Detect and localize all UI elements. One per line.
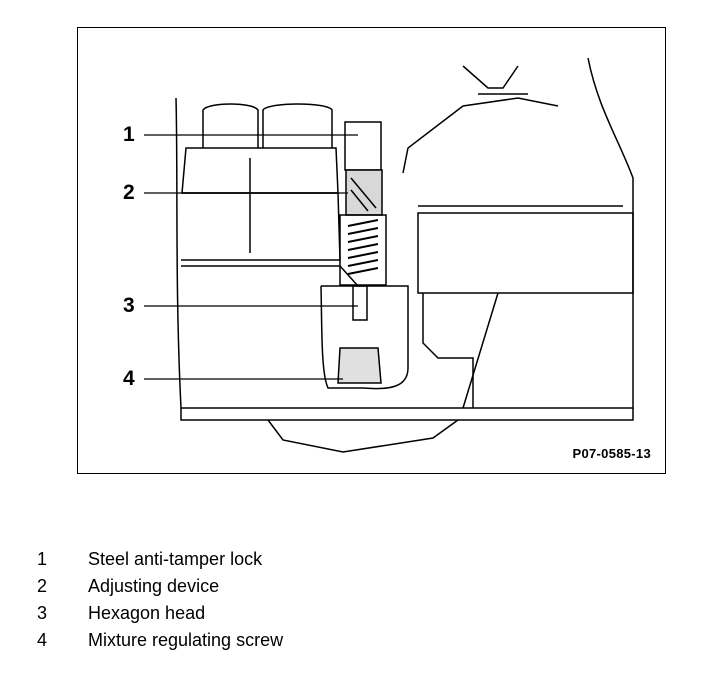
legend-number: 3 [37, 603, 48, 623]
diagonal-rod [462, 292, 499, 409]
lower-bulge [267, 419, 459, 453]
legend-number: 4 [37, 630, 48, 650]
carburetor-cross-section-drawing [144, 57, 634, 453]
figure-frame: 1 2 3 4 P07-0585-13 [77, 27, 666, 474]
legend-text: Mixture regulating screw [88, 630, 284, 650]
legend-number: 2 [37, 576, 48, 596]
cylinder-cap-left [202, 103, 259, 148]
spring-housing [339, 214, 387, 286]
cylinder-band [181, 147, 339, 194]
mixture-screw-shape [337, 347, 382, 384]
cylinder-cap-right [262, 103, 333, 148]
mid-housing [320, 285, 409, 390]
right-lower [422, 293, 474, 408]
callout-3: 3 [123, 294, 135, 317]
wing-nut [462, 65, 528, 95]
anti-tamper-lock-shape [344, 121, 382, 171]
right-housing [417, 212, 634, 294]
legend-text: Adjusting device [88, 576, 220, 596]
legend-text: Steel anti-tamper lock [88, 549, 263, 569]
legend-text: Hexagon head [88, 603, 206, 623]
base-flange [180, 408, 634, 421]
hexagon-head-shape [352, 285, 368, 321]
shoulder [181, 265, 359, 287]
spring-coils [347, 219, 379, 275]
callout-1: 1 [123, 123, 135, 146]
linkage-bracket [402, 97, 559, 174]
legend-number: 1 [37, 549, 48, 569]
carburetor-body-outline [175, 57, 634, 409]
cylinder-body [181, 192, 341, 261]
callout-4: 4 [123, 367, 135, 390]
callout-2: 2 [123, 181, 135, 204]
figure-code: P07-0585-13 [572, 446, 651, 461]
